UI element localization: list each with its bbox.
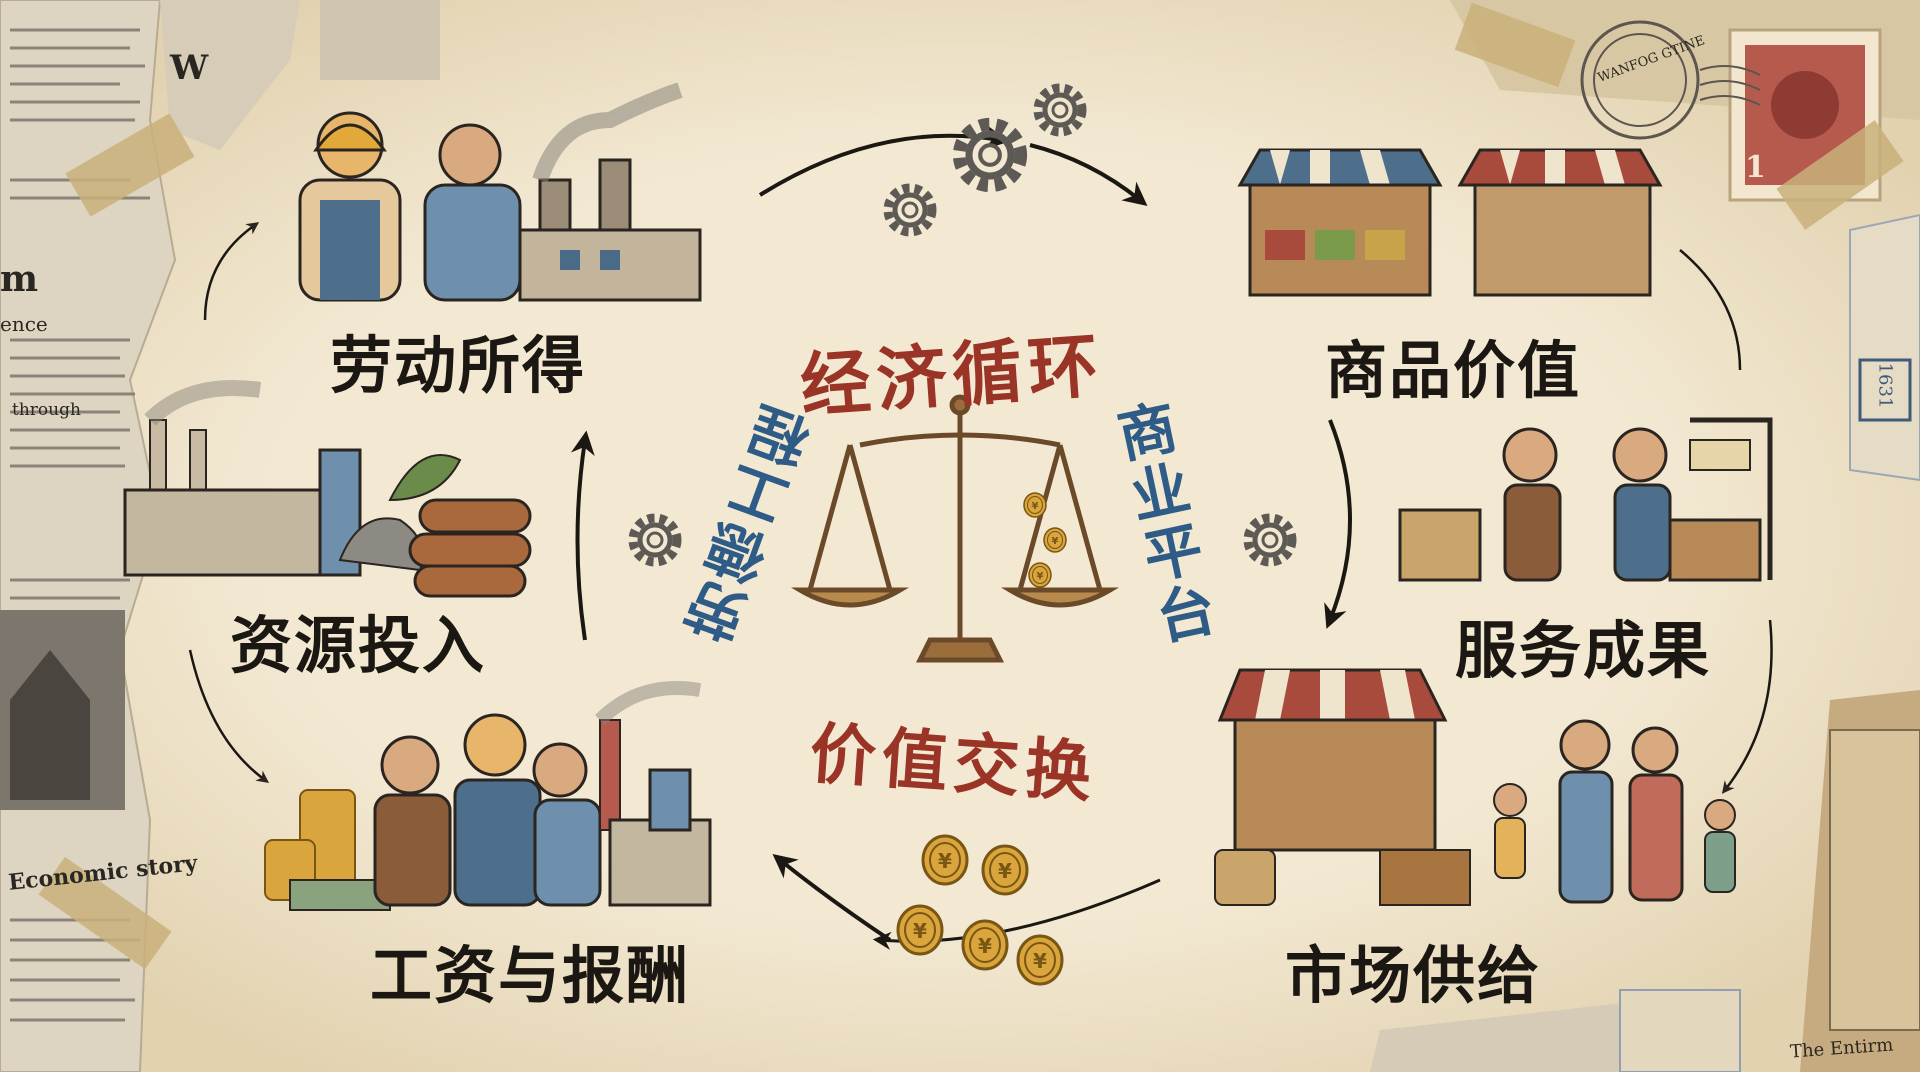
label-goods: 商品价值 [1325,334,1582,407]
stamp-value: 1 [1745,150,1766,185]
label-labor: 劳动所得 [330,329,587,402]
label-resources: 资源投入 [230,609,487,682]
clipping-through: through [12,400,81,420]
clipping-ence: ence [0,312,48,336]
resources-illustration [123,380,532,598]
services-illustration [1398,417,1773,582]
label-wages: 工资与报酬 [370,939,691,1012]
label-tag: 1631 [1874,362,1896,409]
balance-scale [790,394,1120,663]
goods-illustration [1237,148,1663,297]
clipping-m: m [0,258,39,300]
label-services: 服务成果 [1455,614,1712,687]
market-illustration [1214,668,1736,906]
clipping-w: W [170,48,209,88]
center-title-bottom: 价值交换 [807,715,1100,812]
center-title-top: 经济循环 [797,324,1107,428]
right-postal-collage [1370,0,1920,1072]
wages-illustration [264,681,712,911]
labor-illustration [298,82,702,302]
label-market: 市场供给 [1285,939,1542,1012]
